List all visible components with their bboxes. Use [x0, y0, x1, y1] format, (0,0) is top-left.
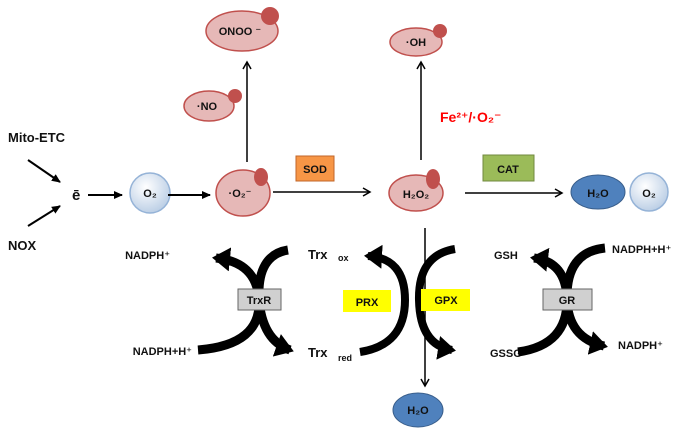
svg-text:ONOO ⁻: ONOO ⁻: [219, 26, 262, 38]
svg-text:SOD: SOD: [303, 164, 327, 176]
mito-arrow: [27, 159, 61, 183]
electron-label: ē: [72, 187, 80, 204]
gr-enzyme: GR: [542, 288, 593, 311]
hydroxyl-node: ·OH: [389, 24, 447, 57]
svg-text:H₂O: H₂O: [587, 188, 609, 200]
trx-ox-subscript: ox: [338, 253, 349, 263]
svg-text:·OH: ·OH: [406, 37, 426, 49]
nox-arrow: [27, 205, 61, 227]
o2-molecule: O₂: [129, 172, 171, 214]
gpx-arc: [414, 245, 456, 360]
fenton-label: Fe²⁺/·O₂⁻: [440, 109, 501, 125]
svg-text:PRX: PRX: [356, 297, 379, 309]
nitric-oxide-node: ·NO: [183, 89, 242, 122]
svg-text:TrxR: TrxR: [247, 295, 272, 307]
o2-cat-product: O₂: [629, 172, 669, 212]
gsh-label: GSH: [494, 250, 518, 262]
trx-red-subscript: red: [338, 353, 352, 363]
svg-text:O₂: O₂: [143, 188, 157, 200]
prx-arc: [359, 244, 410, 356]
superoxide-node: ·O₂⁻: [215, 168, 271, 217]
svg-text:H₂O: H₂O: [407, 405, 429, 417]
trx-red-label: Trx: [308, 345, 328, 360]
svg-text:CAT: CAT: [497, 164, 519, 176]
prx-enzyme: PRX: [343, 290, 391, 312]
svg-text:·NO: ·NO: [197, 101, 218, 113]
cat-enzyme: CAT: [482, 154, 535, 182]
svg-text:H₂O₂: H₂O₂: [403, 189, 429, 201]
nadp-left-label: NADPH⁺: [125, 250, 170, 262]
svg-text:·O₂⁻: ·O₂⁻: [229, 188, 252, 200]
peroxynitrite-node: ONOO ⁻: [205, 7, 279, 52]
trx-ox-label: Trx: [308, 247, 328, 262]
sod-enzyme: SOD: [295, 155, 335, 182]
trxr-enzyme: TrxR: [237, 288, 282, 311]
mito-etc-label: Mito-ETC: [8, 130, 66, 145]
svg-text:O₂: O₂: [642, 188, 656, 200]
gssg-label: GSSG: [490, 348, 522, 360]
gpx-enzyme: GPX: [421, 289, 470, 311]
nadph-left-label: NADPH+H⁺: [133, 346, 192, 358]
h2o2-node: H₂O₂: [388, 169, 444, 212]
svg-text:GR: GR: [559, 295, 576, 307]
nadph-right-label: NADPH+H⁺: [612, 244, 671, 256]
nadp-right-label: NADPH⁺: [618, 340, 663, 352]
nox-label: NOX: [8, 238, 37, 253]
water-bottom-product: H₂O: [392, 392, 444, 428]
water-cat-product: H₂O: [570, 174, 626, 210]
svg-text:GPX: GPX: [434, 295, 458, 307]
